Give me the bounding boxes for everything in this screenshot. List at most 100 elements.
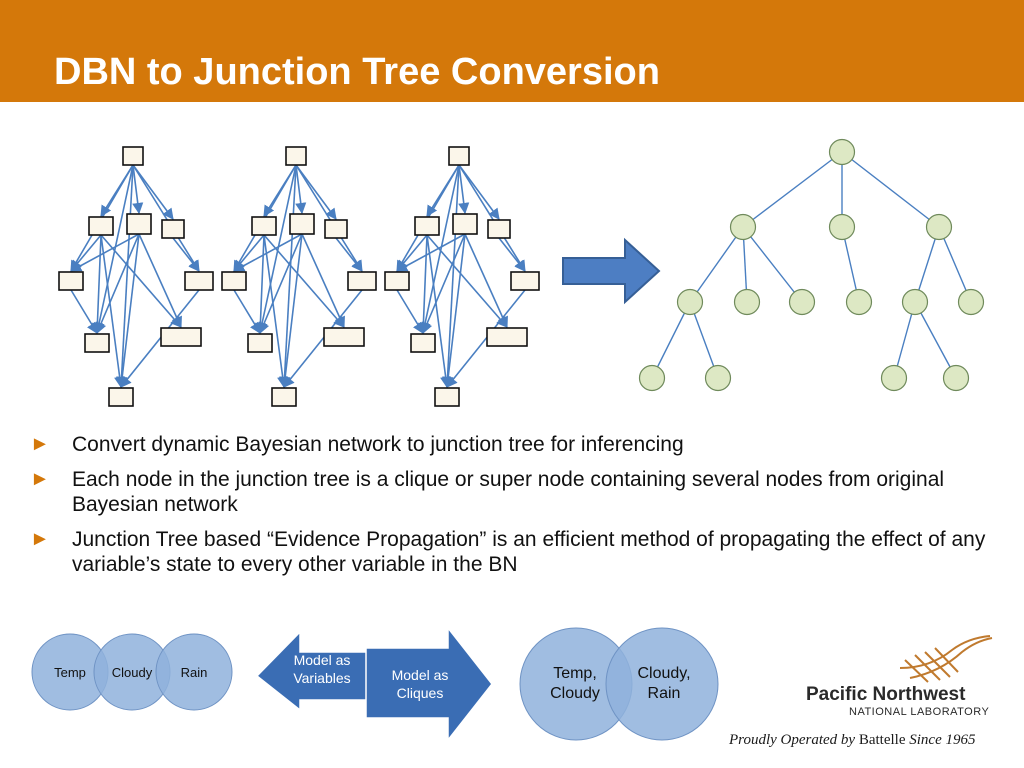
bn-edge <box>116 233 140 389</box>
jt-node <box>828 138 856 166</box>
bn-node <box>84 333 110 353</box>
tagline-prefix: Proudly Operated by <box>729 732 856 748</box>
bn-edge <box>172 237 200 272</box>
jt-node <box>880 364 908 392</box>
bn-edge <box>426 234 508 328</box>
venn-label-rain: Rain <box>181 665 208 680</box>
bn-edge <box>283 289 363 388</box>
triangle-bullet-icon: ► <box>30 528 50 550</box>
bn-edge <box>233 233 303 272</box>
bn-edge <box>233 234 265 272</box>
venn-label-cloudy: Cloudy <box>112 665 153 680</box>
venn-cliques: Temp,Cloudy Cloudy,Rain <box>519 627 719 741</box>
tagline: Proudly Operated by Battelle Since 1965 <box>729 732 975 749</box>
jt-edge <box>651 301 691 379</box>
tagline-suffix: Since 1965 <box>909 732 976 748</box>
conversion-diagram <box>58 138 985 407</box>
bn-node <box>108 387 134 407</box>
bn-edge <box>115 164 134 389</box>
tagline-brand: Battelle <box>858 732 906 748</box>
bn-edge <box>335 237 363 272</box>
bn-edge <box>421 233 466 335</box>
bullet-item: ►Convert dynamic Bayesian network to jun… <box>30 432 1010 457</box>
bn-node <box>323 327 365 347</box>
bn-node <box>324 219 348 239</box>
bn-edge <box>70 289 98 334</box>
jt-node <box>676 288 704 316</box>
bayesian-network-nodes <box>58 146 540 407</box>
bn-node <box>487 219 511 239</box>
bn-edge <box>138 233 182 329</box>
bn-node <box>160 327 202 347</box>
bn-edge <box>295 164 307 215</box>
jt-edge <box>893 301 916 379</box>
bullet-list: ► Convert dynamic Bayesian network to jun… <box>30 432 1010 587</box>
venn-circle-rain <box>155 633 233 711</box>
bn-edge <box>95 233 140 335</box>
bullet-item: ►Each node in the junction tree is a cli… <box>30 467 1010 517</box>
bn-edge <box>100 234 126 389</box>
jt-node <box>704 364 732 392</box>
bn-edge <box>396 233 466 272</box>
bn-edge <box>132 164 144 215</box>
venn-variables: Temp Cloudy Rain <box>31 633 233 711</box>
jt-node <box>942 364 970 392</box>
bn-edge <box>70 234 102 272</box>
venn-circle-cloudy-rain <box>605 627 719 741</box>
jt-edge <box>689 226 744 303</box>
bayesian-network-edges <box>70 164 526 389</box>
bn-edge <box>91 234 104 335</box>
venn-label-cloudy-rain: Cloudy,Rain <box>637 665 690 702</box>
bn-edge <box>464 233 508 329</box>
bn-edge <box>295 164 363 272</box>
bn-edge <box>396 234 428 272</box>
jt-node <box>828 213 856 241</box>
bullet-text: Convert dynamic Bayesian network to junc… <box>72 433 684 456</box>
jt-node <box>638 364 666 392</box>
bn-edge <box>256 164 297 335</box>
page-title: DBN to Junction Tree Conversion <box>54 51 660 93</box>
bn-node <box>247 333 273 353</box>
triangle-bullet-icon: ► <box>30 468 50 490</box>
jt-node <box>733 288 761 316</box>
jt-node <box>901 288 929 316</box>
bn-node <box>161 219 185 239</box>
bn-edge <box>233 289 261 334</box>
bn-node <box>285 146 307 166</box>
header-bar <box>0 0 1024 102</box>
bn-node <box>122 146 144 166</box>
bn-edge <box>254 234 267 335</box>
bn-edge <box>278 164 297 389</box>
conversion-arrow-icon <box>562 237 661 305</box>
jt-node <box>957 288 985 316</box>
bn-edge <box>70 233 140 272</box>
bn-edge <box>295 164 337 220</box>
bn-node <box>289 213 315 235</box>
bn-edge <box>458 164 526 272</box>
bullet-item: ►Junction Tree based “Evidence Propagati… <box>30 527 1010 577</box>
bn-edge <box>498 237 526 272</box>
bn-edge <box>93 164 134 335</box>
bn-node <box>448 146 470 166</box>
bn-node <box>221 271 247 291</box>
bn-edge <box>132 164 200 272</box>
bn-edge <box>263 234 289 389</box>
bn-edge <box>120 289 200 388</box>
bn-edge <box>396 289 424 334</box>
bn-edge <box>419 164 460 335</box>
jt-edge <box>841 151 940 228</box>
bn-node <box>410 333 436 353</box>
bn-node <box>452 213 478 235</box>
junction-tree-nodes <box>638 138 985 392</box>
jt-node <box>925 213 953 241</box>
bn-node <box>347 271 377 291</box>
jt-edge <box>689 301 719 379</box>
jt-edge <box>742 226 803 303</box>
jt-edge <box>914 301 957 379</box>
jt-edge <box>742 151 843 228</box>
bn-node <box>58 271 84 291</box>
